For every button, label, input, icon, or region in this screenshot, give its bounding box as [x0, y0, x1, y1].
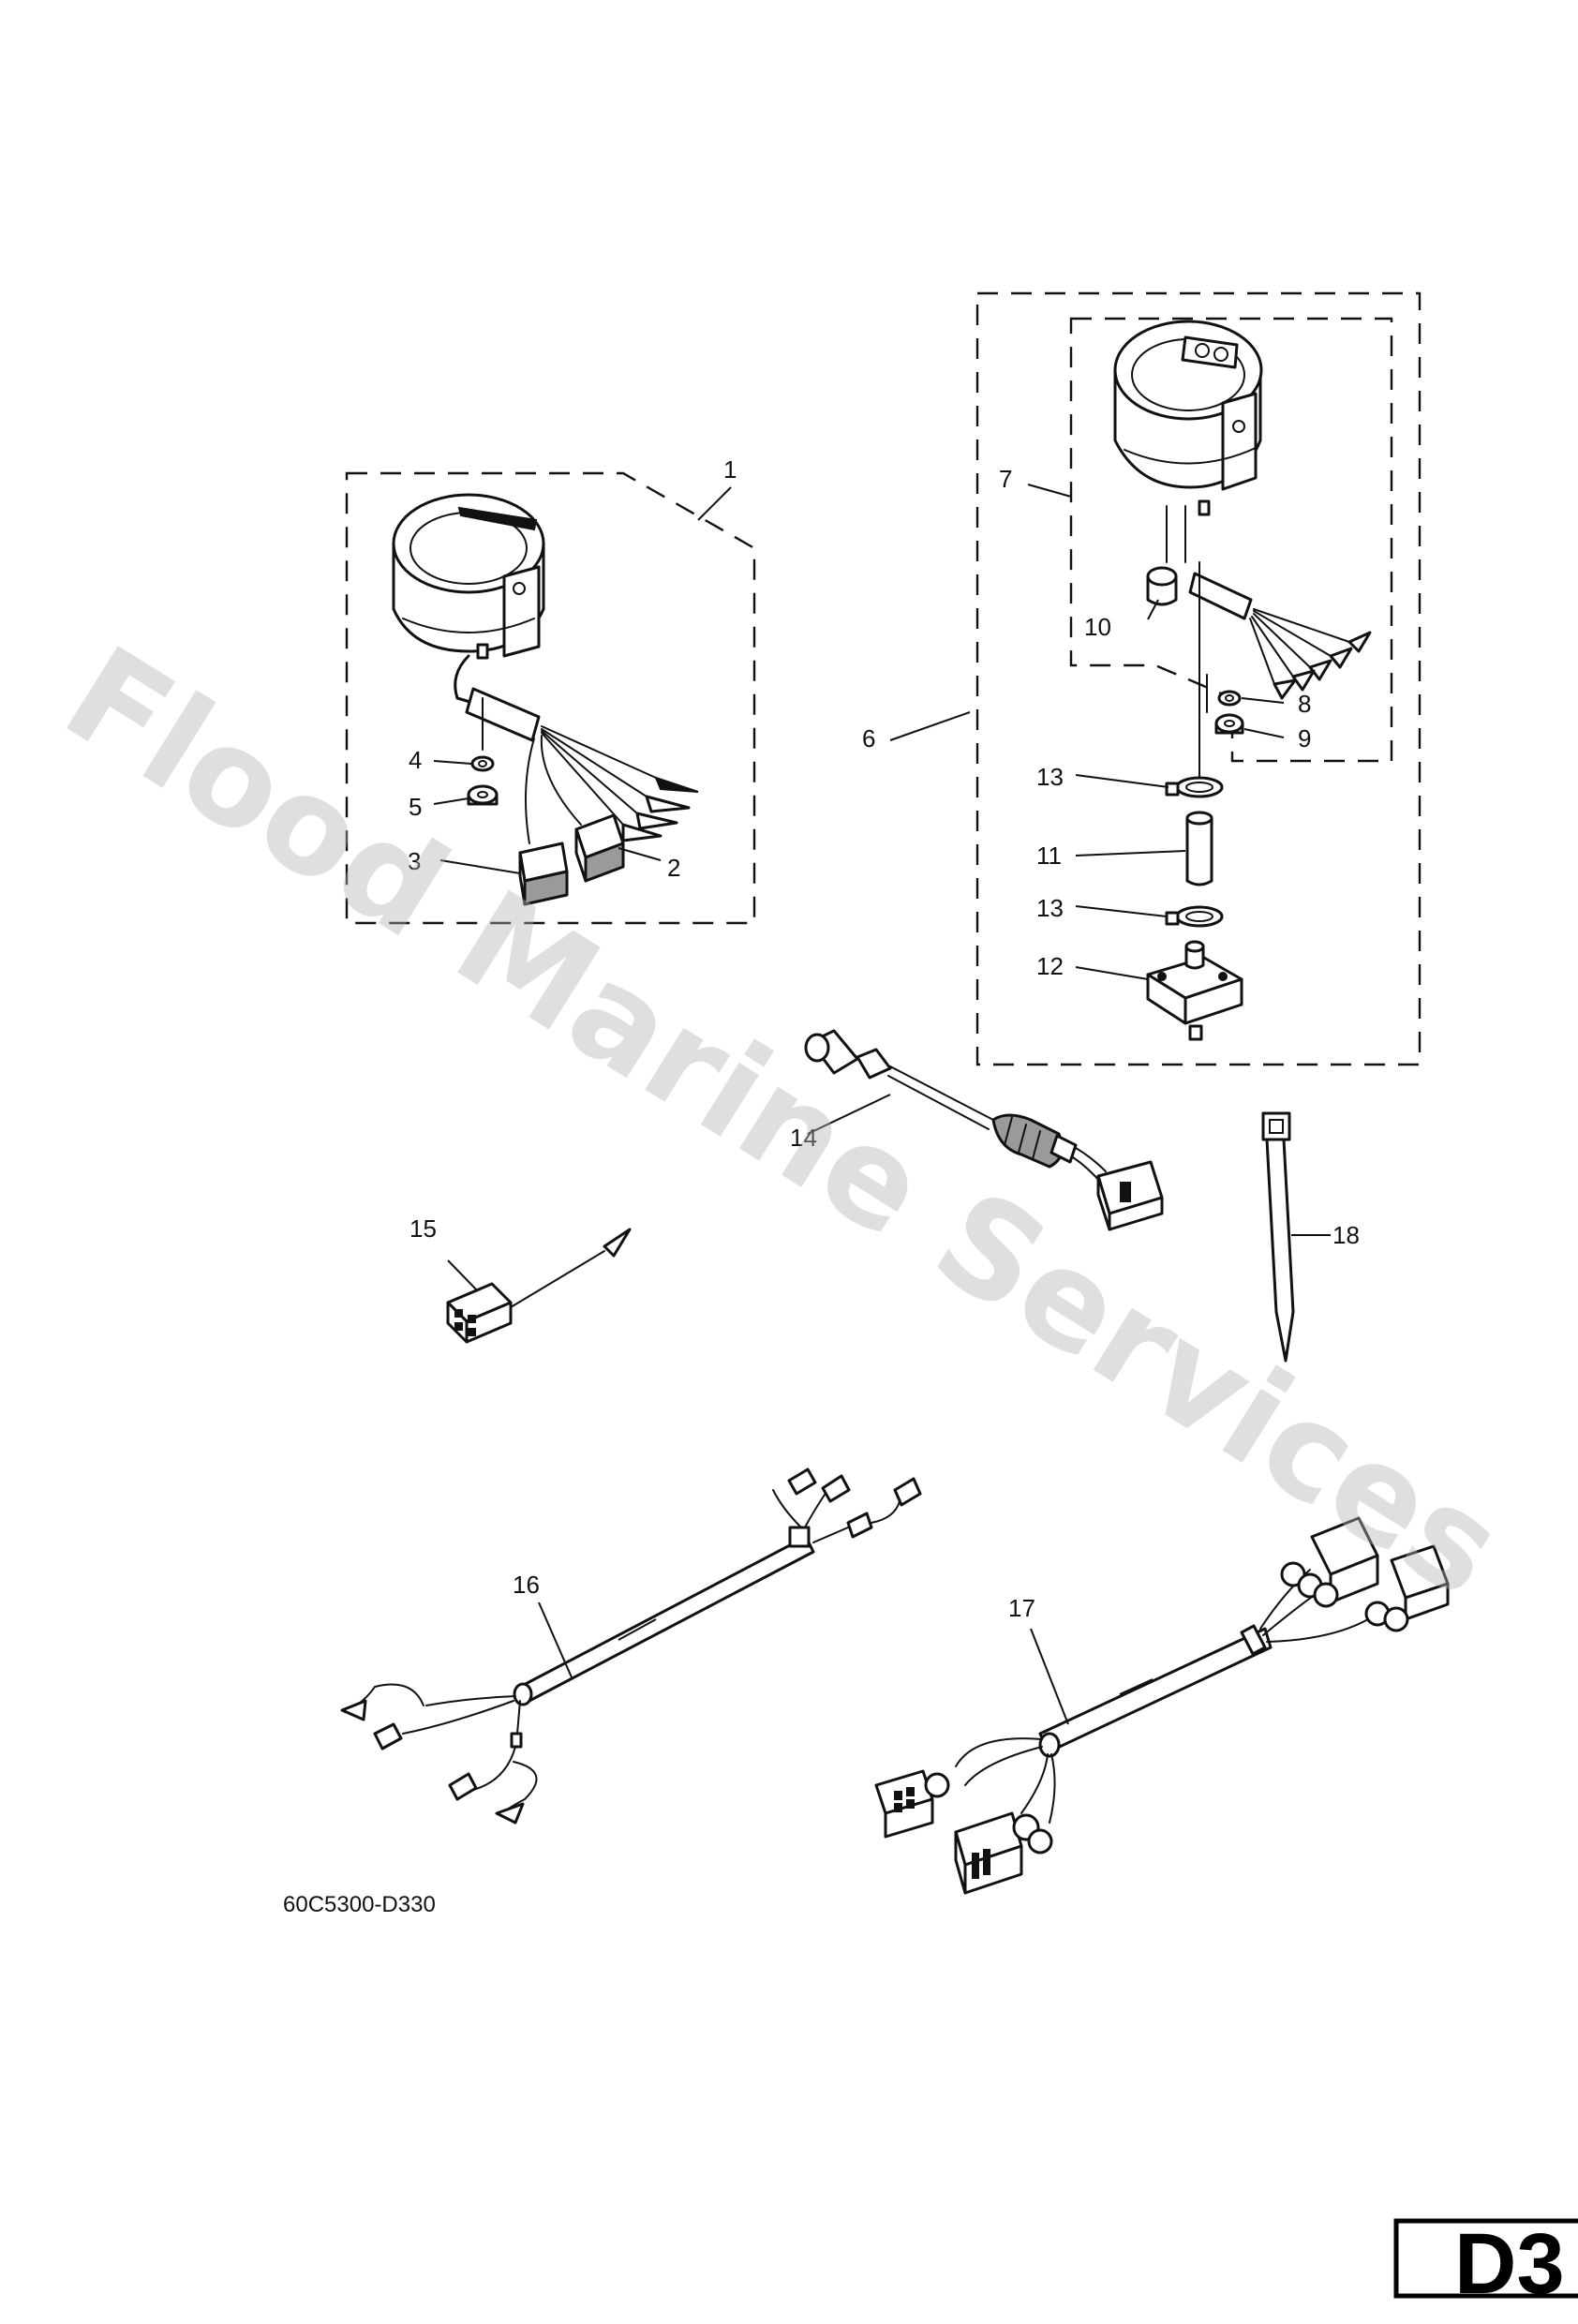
part-17-wiring-harness: [874, 1516, 1450, 1895]
part-15-connector: [446, 1228, 632, 1344]
part-16-wiring-harness: [340, 1467, 922, 1825]
callout-17: 17: [1008, 1594, 1035, 1622]
part-14-extension-lead: [804, 1029, 1164, 1231]
callout-1: 1: [723, 455, 737, 484]
callout-15: 15: [409, 1214, 437, 1243]
callout-4: 4: [409, 746, 422, 774]
callout-8: 8: [1298, 690, 1311, 718]
part-18-cable-tie: [1261, 1111, 1295, 1363]
part-4-washer: [470, 755, 495, 772]
part-11-hose: [1185, 811, 1213, 886]
part-1-gauge: [392, 493, 545, 660]
callout-11: 11: [1036, 842, 1062, 870]
drawing-code: 60C5300-D330: [283, 1892, 436, 1917]
part-9-nut: [1214, 713, 1244, 735]
callout-14: 14: [790, 1124, 817, 1152]
part-13-hose-clamp-lower: [1165, 905, 1224, 928]
watermark-text: Flood Marine Services: [39, 618, 1527, 1628]
part-8-washer: [1217, 690, 1242, 707]
part-1-wiring: [454, 654, 699, 844]
group-1-boundary: [345, 471, 756, 925]
part-3-connector: [518, 842, 569, 906]
callout-3: 3: [408, 847, 421, 875]
part-7-gauge: [1113, 320, 1263, 516]
callout-18: 18: [1332, 1221, 1360, 1249]
callout-10: 10: [1084, 613, 1111, 641]
part-5-nut: [467, 784, 499, 806]
callout-6: 6: [862, 724, 875, 752]
sheet-label: D3: [1454, 2216, 1565, 2312]
callout-5: 5: [409, 793, 422, 821]
callout-2: 2: [667, 854, 680, 882]
part-7-wiring: [1166, 505, 1372, 700]
part-12-pressure-sensor: [1146, 940, 1243, 1041]
callout-9: 9: [1298, 724, 1311, 752]
callout-13-lower: 13: [1036, 894, 1064, 922]
callout-12: 12: [1036, 952, 1064, 980]
part-13-hose-clamp-upper: [1165, 776, 1224, 798]
sheet-label-box: D3: [1393, 2216, 1578, 2312]
callout-13-upper: 13: [1036, 763, 1064, 791]
part-2-connector: [574, 813, 625, 883]
callout-16: 16: [513, 1571, 540, 1599]
part-10-cap: [1146, 566, 1178, 606]
callout-7: 7: [999, 465, 1012, 493]
